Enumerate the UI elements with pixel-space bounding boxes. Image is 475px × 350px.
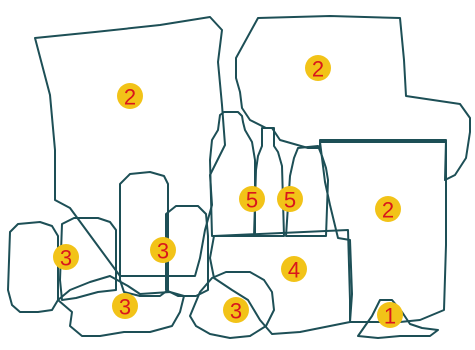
badge-cardboard-right-mid: 2 bbox=[375, 196, 401, 223]
badge-can-crushed-left: 3 bbox=[112, 293, 138, 320]
badge-can-middle: 3 bbox=[150, 237, 176, 264]
can-tall-middle bbox=[120, 172, 168, 296]
bottle-middle bbox=[254, 128, 284, 236]
badge-label: 3 bbox=[157, 239, 169, 264]
cardboard-sheet-left bbox=[35, 17, 225, 276]
badge-label: 3 bbox=[60, 246, 72, 271]
badge-label: 5 bbox=[284, 188, 296, 213]
badge-label: 2 bbox=[312, 57, 324, 82]
badge-bottle-left: 5 bbox=[239, 186, 265, 213]
badge-box-center: 4 bbox=[281, 256, 307, 283]
badge-label: 3 bbox=[230, 299, 242, 324]
badge-cardboard-left: 2 bbox=[117, 83, 143, 110]
badge-can-left: 3 bbox=[53, 244, 79, 271]
badge-cardboard-right-top: 2 bbox=[305, 55, 331, 82]
bottle-left bbox=[210, 112, 255, 236]
badge-scrap-small: 1 bbox=[377, 302, 403, 329]
badge-label: 2 bbox=[382, 198, 394, 223]
badge-bottle-right: 5 bbox=[277, 186, 303, 213]
can-left bbox=[8, 222, 58, 312]
badge-label: 5 bbox=[246, 188, 258, 213]
badge-label: 3 bbox=[119, 295, 131, 320]
badge-can-crushed-right: 3 bbox=[223, 297, 249, 324]
badge-label: 2 bbox=[124, 85, 136, 110]
badge-label: 4 bbox=[288, 258, 300, 283]
cardboard-sheet-right-top bbox=[236, 16, 470, 180]
badge-label: 1 bbox=[384, 304, 396, 329]
cardboard-sheet-right-mid bbox=[320, 142, 446, 322]
